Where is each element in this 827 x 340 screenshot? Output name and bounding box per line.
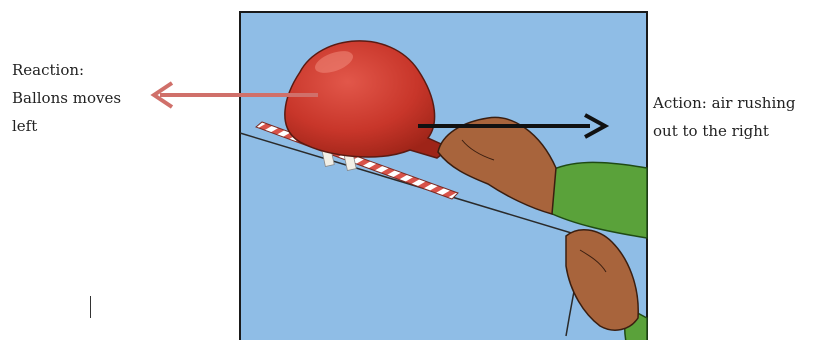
action-text: out to the right	[653, 117, 796, 145]
reaction-label: Reaction: Ballons moves left	[12, 56, 121, 140]
reaction-text-cont: left	[12, 112, 121, 140]
reaction-text: Ballons moves	[12, 84, 121, 112]
reaction-title: Reaction:	[12, 56, 121, 84]
action-title: Action: air rushing	[653, 89, 796, 117]
text-cursor	[90, 296, 91, 318]
action-label: Action: air rushing out to the right	[653, 89, 796, 145]
